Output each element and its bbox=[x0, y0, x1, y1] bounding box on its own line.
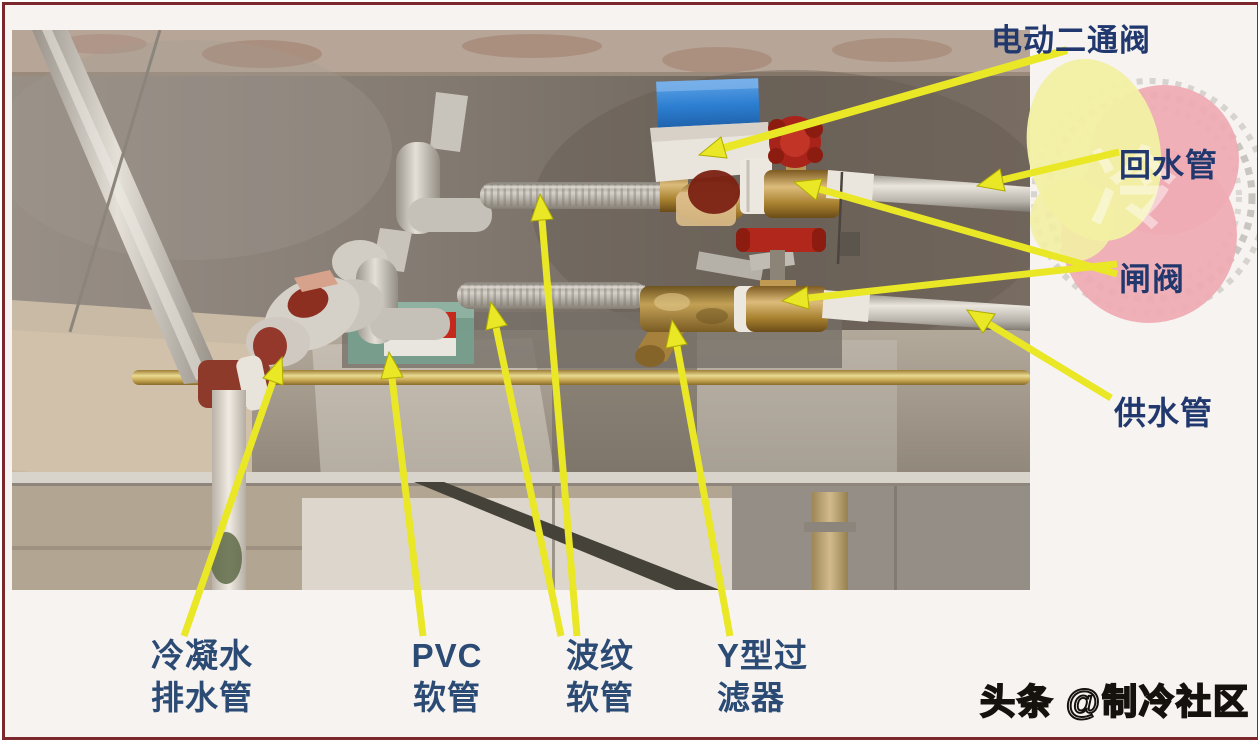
label-line: Y型过 bbox=[717, 637, 809, 674]
label-line: 滤器 bbox=[717, 678, 785, 716]
braided-hose-top bbox=[480, 182, 674, 209]
label-return-pipe: 回水管 bbox=[1119, 147, 1219, 183]
fan-coil-unit bbox=[12, 300, 1030, 590]
label-corrugated-hose: 波纹 软管 bbox=[550, 635, 650, 718]
label-line: PVC bbox=[411, 637, 483, 674]
gold-pipe bbox=[132, 370, 1030, 385]
label-gate-valve: 闸阀 bbox=[1119, 261, 1186, 297]
photo-hvac-piping bbox=[12, 30, 1030, 590]
label-supply-pipe: 供水管 bbox=[1114, 395, 1214, 431]
label-line: 排水管 bbox=[151, 678, 253, 716]
label-condensate-drain: 冷凝水 排水管 bbox=[137, 635, 267, 718]
red-handle bbox=[736, 228, 826, 252]
label-electric-two-way-valve: 电动二通阀 bbox=[991, 23, 1151, 58]
hanger-pipe bbox=[812, 492, 848, 590]
riser-pipe bbox=[32, 30, 222, 384]
label-line: 冷凝水 bbox=[151, 637, 253, 674]
toutiao-watermark: 头条 @制冷社区 bbox=[979, 682, 1250, 723]
label-line: 软管 bbox=[566, 678, 634, 716]
label-line: 软管 bbox=[413, 678, 481, 716]
label-y-strainer: Y型过 滤器 bbox=[717, 635, 827, 718]
label-line: 波纹 bbox=[566, 637, 634, 674]
label-pvc-hose: PVC 软管 bbox=[397, 635, 497, 718]
